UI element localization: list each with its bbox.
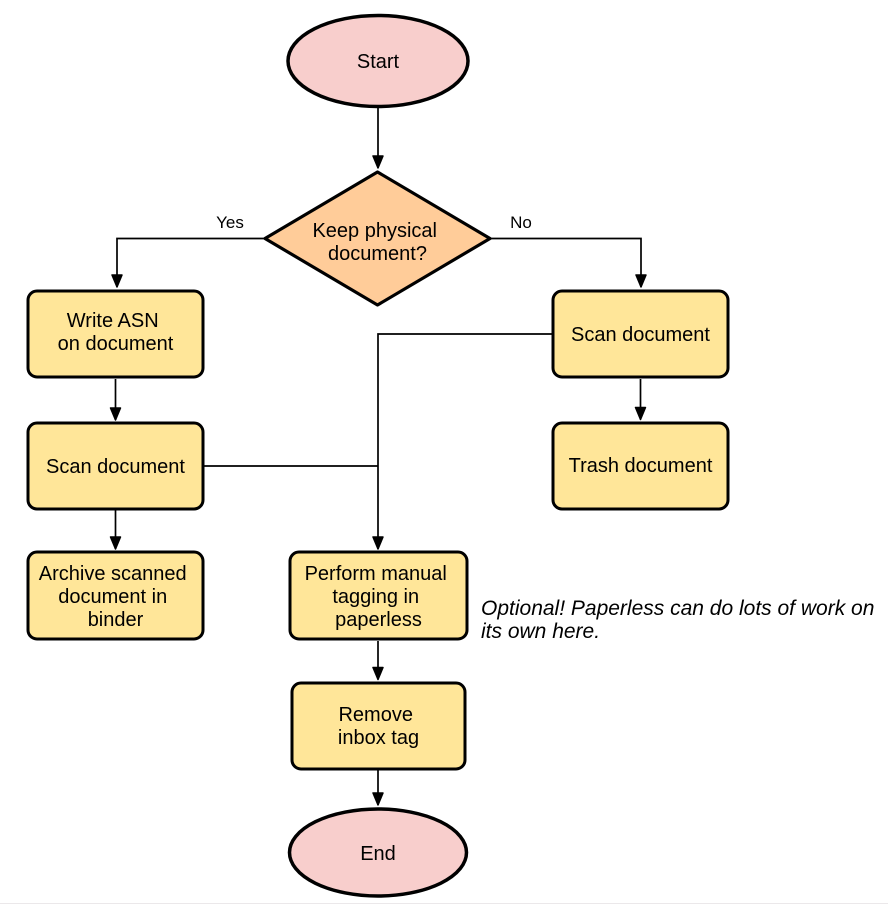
- node-scan-right-label: Scan document: [571, 324, 710, 346]
- edge-label-yes: Yes: [216, 213, 244, 232]
- node-decision-label: Keep physical document?: [312, 220, 442, 265]
- note-optional-line2: its own here.: [481, 620, 600, 643]
- edge-decision-to-write-asn: [111, 237, 264, 288]
- node-write-asn-box: [26, 289, 205, 379]
- node-trash-box: [551, 421, 730, 511]
- node-decision-label-line1: Keep physical: [312, 220, 437, 242]
- node-archive-label: Archive scanned document in binder: [39, 563, 192, 631]
- node-tagging-label-line1: Perform manual: [305, 563, 447, 585]
- note-optional: Optional! Paperless can do lots of work …: [481, 597, 880, 643]
- node-write-asn-label-line2: on document: [58, 333, 174, 355]
- node-end-label: End: [360, 843, 396, 865]
- node-remove-inbox-label-line2: inbox tag: [338, 727, 419, 749]
- edge-scan-right-to-tagging: [372, 333, 553, 550]
- node-trash-label: Trash document: [569, 455, 713, 477]
- node-archive-label-line1: Archive scanned: [39, 563, 187, 585]
- node-decision-label-line2: document?: [328, 243, 427, 265]
- node-decision-diamond: [263, 170, 492, 307]
- node-tagging-label: Perform manual tagging in paperless: [305, 563, 453, 631]
- edge-label-no: No: [510, 213, 532, 232]
- edge-decision-to-scan-right: [491, 237, 647, 288]
- node-remove-inbox-label: Remove inbox tag: [338, 704, 419, 749]
- node-tagging-label-line3: paperless: [335, 609, 422, 631]
- note-optional-line1: Optional! Paperless can do lots of work …: [481, 597, 874, 620]
- node-tagging-box: [288, 550, 469, 641]
- node-scan-left-box: [26, 421, 205, 511]
- node-write-asn-label-line1: Write ASN: [67, 310, 159, 332]
- node-start-ellipse: [286, 13, 470, 109]
- node-scan-left-label: Scan document: [46, 456, 185, 478]
- node-tagging-label-line2: tagging in: [332, 586, 419, 608]
- node-remove-inbox-label-line1: Remove: [338, 704, 412, 726]
- node-archive-box: [26, 550, 205, 641]
- node-archive-label-line3: binder: [88, 609, 144, 631]
- node-end-ellipse: [287, 807, 469, 898]
- node-scan-right-box: [551, 289, 730, 379]
- node-remove-inbox-box: [290, 681, 467, 771]
- node-start-label: Start: [357, 51, 400, 73]
- node-write-asn-label: Write ASN on document: [58, 310, 174, 355]
- node-archive-label-line2: document in: [58, 586, 167, 608]
